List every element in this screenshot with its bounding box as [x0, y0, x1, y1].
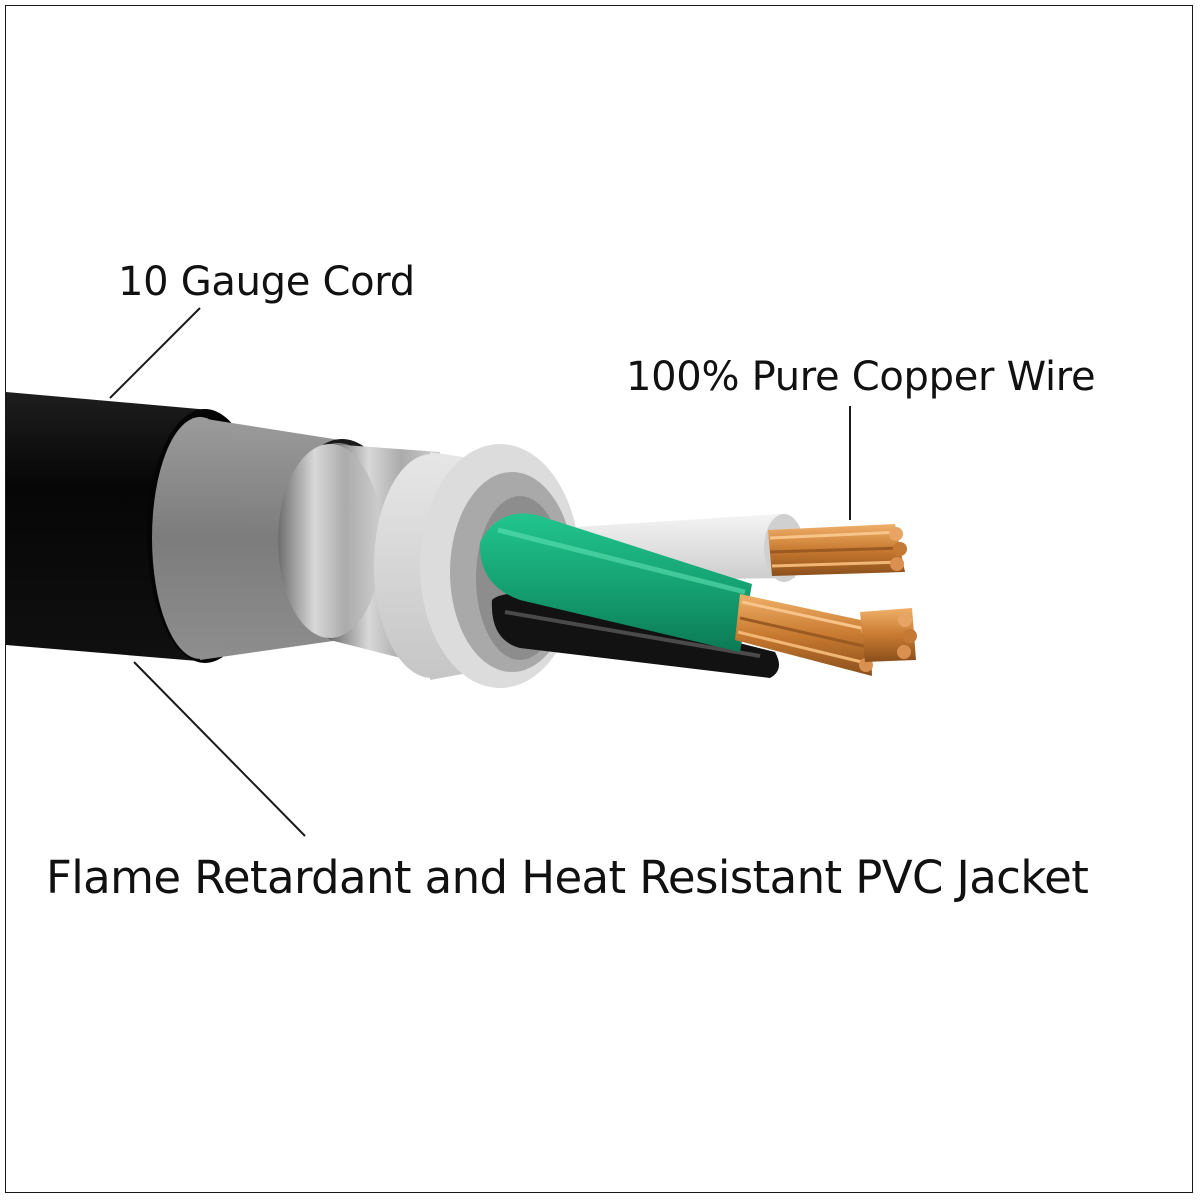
copper-strands-upper: [768, 524, 907, 576]
pvc-jacket-label: Flame Retardant and Heat Resistant PVC J…: [46, 851, 1089, 904]
green-conductor: [479, 513, 752, 652]
gauge-leader-line: [109, 307, 201, 399]
copper-wire-label: 100% Pure Copper Wire: [626, 354, 1096, 400]
jacket-leader-line: [133, 661, 306, 837]
gauge-label: 10 Gauge Cord: [118, 259, 415, 305]
copper-strands-black: [860, 608, 917, 662]
black-conductor: [491, 593, 779, 678]
